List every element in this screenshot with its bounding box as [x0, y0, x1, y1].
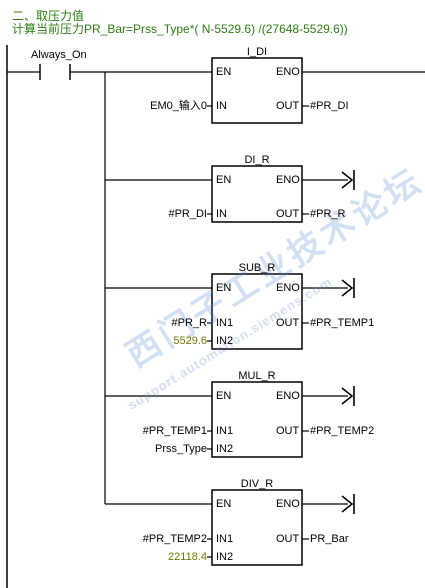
- coil-arrow: [341, 387, 354, 405]
- block-title: MUL_R: [238, 370, 276, 382]
- out-label: OUT: [276, 533, 300, 545]
- in-label: IN: [216, 100, 227, 112]
- in2-constant[interactable]: 22118.4: [168, 551, 207, 563]
- out-operand[interactable]: PR_Bar: [310, 533, 349, 545]
- eno-label: ENO: [276, 66, 300, 78]
- in2-label: IN2: [216, 335, 234, 347]
- out-operand[interactable]: #PR_TEMP1: [310, 317, 375, 329]
- in-label: IN: [216, 208, 227, 220]
- block-i-di[interactable]: [211, 57, 303, 124]
- in1-label: IN1: [216, 533, 234, 545]
- eno-label: ENO: [276, 390, 300, 402]
- coil-arrow: [341, 171, 354, 189]
- out-label: OUT: [276, 425, 300, 437]
- in1-label: IN1: [216, 425, 234, 437]
- out-operand[interactable]: #PR_TEMP2: [310, 425, 375, 437]
- in1-operand[interactable]: #PR_TEMP2: [142, 533, 207, 545]
- en-label: EN: [216, 282, 232, 294]
- eno-label: ENO: [276, 174, 300, 186]
- en-label: EN: [216, 66, 232, 78]
- eno-label: ENO: [276, 282, 300, 294]
- en-label: EN: [216, 498, 232, 510]
- block-mul-r[interactable]: [211, 381, 303, 458]
- block-div-r[interactable]: [211, 489, 303, 566]
- in1-operand[interactable]: #PR_R: [171, 317, 207, 329]
- out-operand[interactable]: #PR_DI: [310, 100, 349, 112]
- en-label: EN: [216, 390, 232, 402]
- block-title: DIV_R: [240, 478, 274, 490]
- en-label: EN: [216, 174, 232, 186]
- block-sub-r[interactable]: [211, 273, 303, 350]
- in1-operand[interactable]: #PR_TEMP1: [142, 425, 207, 437]
- network-comment: 计算当前压力PR_Bar=Prss_Type*( N-5529.6) /(276…: [12, 22, 348, 36]
- eno-label: ENO: [276, 498, 300, 510]
- coil-arrow: [341, 279, 354, 297]
- in-operand[interactable]: #PR_DI: [168, 208, 207, 220]
- in2-constant[interactable]: 5529.6: [173, 335, 207, 347]
- out-label: OUT: [276, 208, 300, 220]
- coil-arrow: [341, 495, 354, 513]
- in1-label: IN1: [216, 317, 234, 329]
- network-title: 二、取压力值: [12, 9, 85, 23]
- in-operand[interactable]: EM0_输入0: [150, 100, 207, 112]
- out-label: OUT: [276, 317, 300, 329]
- in2-label: IN2: [216, 551, 234, 563]
- in2-operand[interactable]: Prss_Type: [155, 443, 207, 455]
- block-title: SUB_R: [238, 262, 276, 274]
- block-di-r[interactable]: [211, 165, 303, 223]
- in2-label: IN2: [216, 443, 234, 455]
- block-title: I_DI: [246, 46, 268, 58]
- block-title: DI_R: [244, 154, 270, 166]
- out-label: OUT: [276, 100, 300, 112]
- out-operand[interactable]: #PR_R: [310, 208, 346, 220]
- contact-label[interactable]: Always_On: [31, 49, 87, 61]
